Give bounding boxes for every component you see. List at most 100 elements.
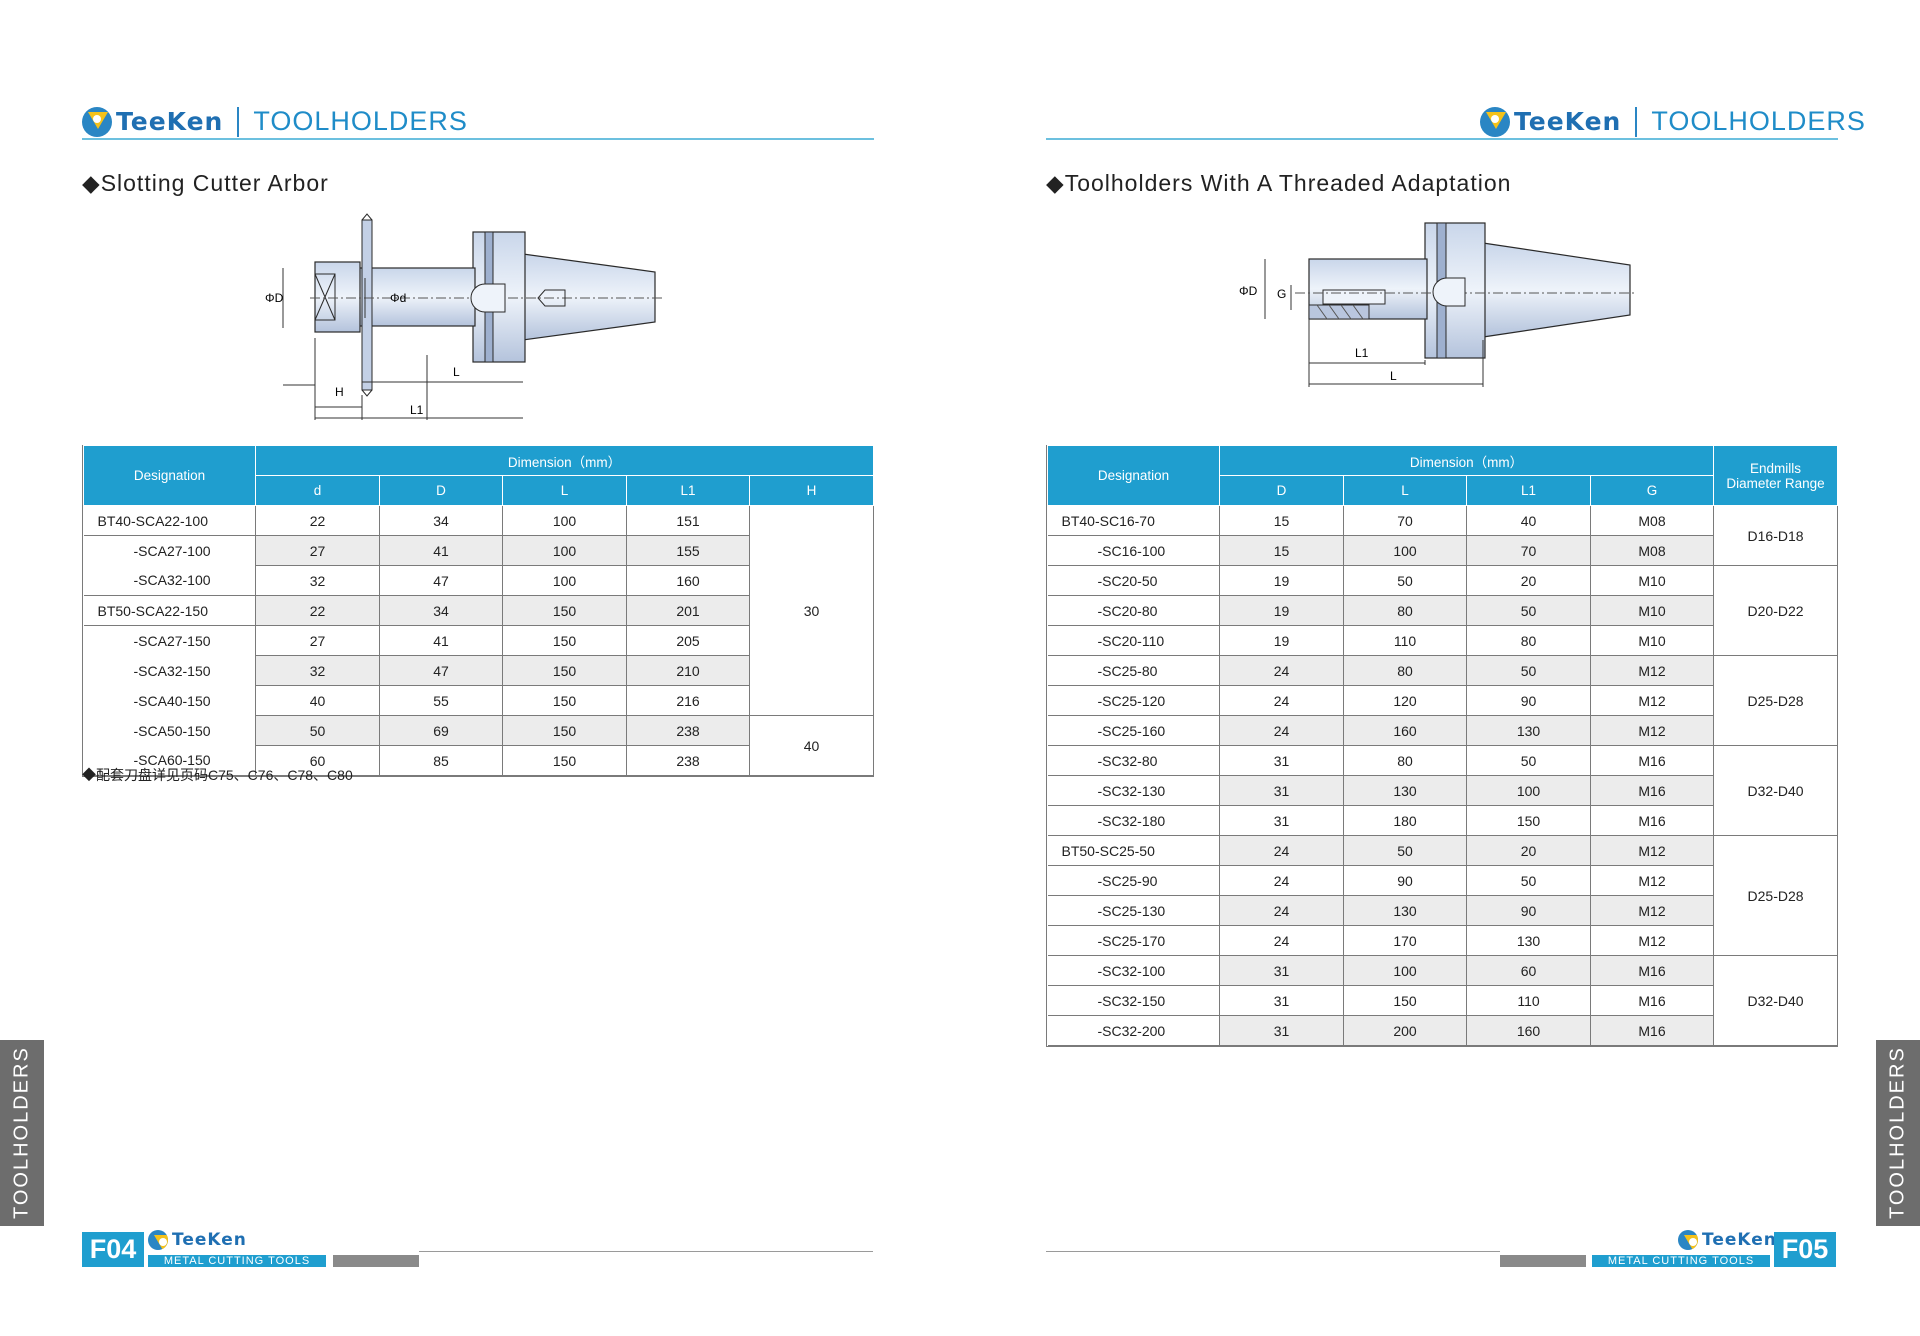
- value-cell: 100: [502, 535, 627, 566]
- value-cell: 60: [1466, 955, 1591, 986]
- value-cell: 24: [1219, 685, 1344, 716]
- value-cell: 50: [1466, 655, 1591, 686]
- left-footer-logo: TeeKen: [148, 1230, 247, 1250]
- value-cell: 120: [1343, 685, 1467, 716]
- value-cell: 50: [255, 715, 380, 746]
- value-cell: 24: [1219, 715, 1344, 746]
- diagram-l-label: L: [453, 365, 460, 379]
- value-cell: M16: [1590, 985, 1715, 1016]
- right-header-logo: TeeKen TOOLHOLDERS: [1480, 106, 1866, 137]
- designation-cell: -SC32-130: [1047, 775, 1220, 806]
- value-cell: 19: [1219, 625, 1344, 656]
- value-cell: M12: [1590, 925, 1715, 956]
- value-cell: 27: [255, 625, 380, 656]
- value-cell: 50: [1466, 595, 1591, 626]
- endmill-range-cell: D20-D22: [1713, 565, 1839, 656]
- value-cell: M12: [1590, 895, 1715, 926]
- designation-cell: -SC32-100: [1047, 955, 1220, 986]
- left-footer-rule: [419, 1251, 873, 1252]
- designation-cell: -SC25-80: [1047, 655, 1220, 686]
- value-cell: 238: [626, 715, 750, 746]
- value-cell: M10: [1590, 565, 1715, 596]
- designation-cell: -SCA27-150: [83, 625, 256, 656]
- value-cell: 100: [1466, 775, 1591, 806]
- col-header-L1: L1: [1466, 475, 1591, 506]
- value-cell: 34: [379, 595, 503, 626]
- value-cell: 150: [502, 715, 627, 746]
- value-cell: 15: [1219, 505, 1344, 536]
- diagram-od-label: ΦD: [265, 291, 284, 305]
- value-cell: 150: [1466, 805, 1591, 836]
- value-cell: 70: [1466, 535, 1591, 566]
- value-cell: 50: [1466, 865, 1591, 896]
- designation-cell: -SC25-120: [1047, 685, 1220, 716]
- value-cell: 70: [1343, 505, 1467, 536]
- value-cell: 130: [1343, 775, 1467, 806]
- brand-name: TeeKen: [116, 107, 224, 136]
- value-cell: 150: [502, 595, 627, 626]
- left-footer-label: METAL CUTTING TOOLS: [148, 1255, 326, 1267]
- endmill-range-cell: D25-D28: [1713, 835, 1839, 956]
- designation-cell: -SC32-200: [1047, 1015, 1220, 1046]
- right-footer-rule: [1046, 1251, 1500, 1252]
- value-cell: 150: [502, 685, 627, 716]
- value-cell: 160: [626, 565, 750, 596]
- value-cell: 180: [1343, 805, 1467, 836]
- col-header-D: D: [379, 475, 503, 506]
- value-cell: M12: [1590, 685, 1715, 716]
- value-cell: M12: [1590, 865, 1715, 896]
- value-cell: 19: [1219, 595, 1344, 626]
- designation-cell: -SC25-160: [1047, 715, 1220, 746]
- designation-cell: -SC32-150: [1047, 985, 1220, 1016]
- designation-cell: BT40-SCA22-100: [83, 505, 256, 536]
- value-cell: 22: [255, 595, 380, 626]
- diagram-od-label: ΦD: [1239, 284, 1258, 298]
- left-footer-graybar: [333, 1255, 419, 1267]
- value-cell: 80: [1466, 625, 1591, 656]
- endmill-range-cell: D32-D40: [1713, 955, 1839, 1046]
- designation-cell: -SC20-50: [1047, 565, 1220, 596]
- left-header-logo: TeeKen TOOLHOLDERS: [82, 106, 468, 137]
- value-cell: 80: [1343, 595, 1467, 626]
- h-value-cell: 30: [749, 505, 875, 716]
- value-cell: 50: [1343, 835, 1467, 866]
- value-cell: 31: [1219, 775, 1344, 806]
- col-header-D: D: [1219, 475, 1344, 506]
- value-cell: 155: [626, 535, 750, 566]
- value-cell: 90: [1343, 865, 1467, 896]
- header-separator: [1635, 106, 1638, 137]
- endmill-range-cell: D25-D28: [1713, 655, 1839, 746]
- value-cell: 20: [1466, 835, 1591, 866]
- right-footer-label: METAL CUTTING TOOLS: [1592, 1255, 1770, 1267]
- value-cell: 34: [379, 505, 503, 536]
- value-cell: 100: [502, 565, 627, 596]
- value-cell: M10: [1590, 625, 1715, 656]
- value-cell: 32: [255, 655, 380, 686]
- diagram-l1-label: L1: [410, 403, 424, 417]
- designation-cell: -SC32-180: [1047, 805, 1220, 836]
- value-cell: 20: [1466, 565, 1591, 596]
- value-cell: 32: [255, 565, 380, 596]
- value-cell: 90: [1466, 685, 1591, 716]
- diagram-g-label: G: [1277, 287, 1286, 301]
- left-section-title: ◆Slotting Cutter Arbor: [82, 170, 329, 196]
- value-cell: M08: [1590, 505, 1715, 536]
- designation-cell: -SCA60-150: [83, 745, 256, 776]
- left-spec-table: Designation Dimension（mm） d D L L1 H BT4…: [82, 445, 875, 777]
- value-cell: 60: [255, 745, 380, 776]
- value-cell: 19: [1219, 565, 1344, 596]
- value-cell: 31: [1219, 745, 1344, 776]
- value-cell: 24: [1219, 865, 1344, 896]
